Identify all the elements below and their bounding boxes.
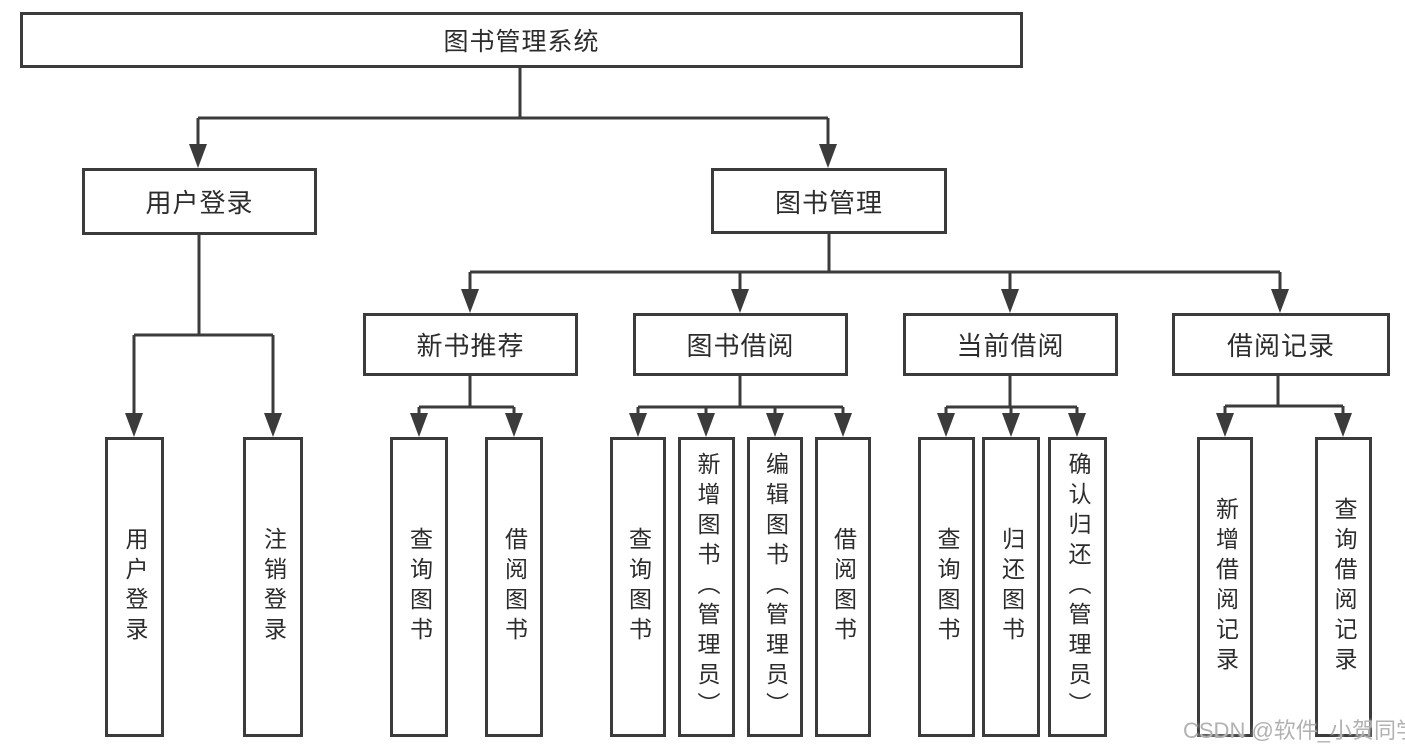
csdn-watermark: CSDN @软件_小贺同学 [1183, 718, 1405, 743]
leaf-current-confirm-return-admin: 确认归还（管理员） [1048, 437, 1107, 737]
node-book-borrow: 图书借阅 [633, 313, 848, 376]
node-book-management: 图书管理 [711, 168, 947, 234]
node-borrow-records: 借阅记录 [1172, 313, 1390, 376]
node-current-borrow: 当前借阅 [903, 313, 1118, 376]
leaf-newbook-borrow-book: 借阅图书 [485, 437, 543, 737]
leaf-borrow-add-book-admin: 新增图书（管理员） [678, 437, 735, 737]
leaf-record-add-borrow-record: 新增借阅记录 [1197, 437, 1253, 737]
leaf-logout-login: 注销登录 [243, 437, 303, 737]
leaf-newbook-query-book: 查询图书 [390, 437, 448, 737]
leaf-current-return-book: 归还图书 [982, 437, 1040, 737]
leaf-borrow-edit-book-admin: 编辑图书（管理员） [747, 437, 803, 737]
node-root-library-system: 图书管理系统 [20, 12, 1023, 68]
leaf-borrow-borrow-book: 借阅图书 [815, 437, 871, 737]
node-user-login: 用户登录 [82, 168, 317, 235]
leaf-current-query-book: 查询图书 [918, 437, 975, 737]
node-new-book-recommend: 新书推荐 [363, 313, 578, 376]
leaf-user-login: 用户登录 [105, 437, 164, 737]
leaf-borrow-query-book: 查询图书 [610, 437, 666, 737]
leaf-record-query-borrow-record: 查询借阅记录 [1315, 437, 1372, 737]
arrowheads [125, 144, 1352, 437]
